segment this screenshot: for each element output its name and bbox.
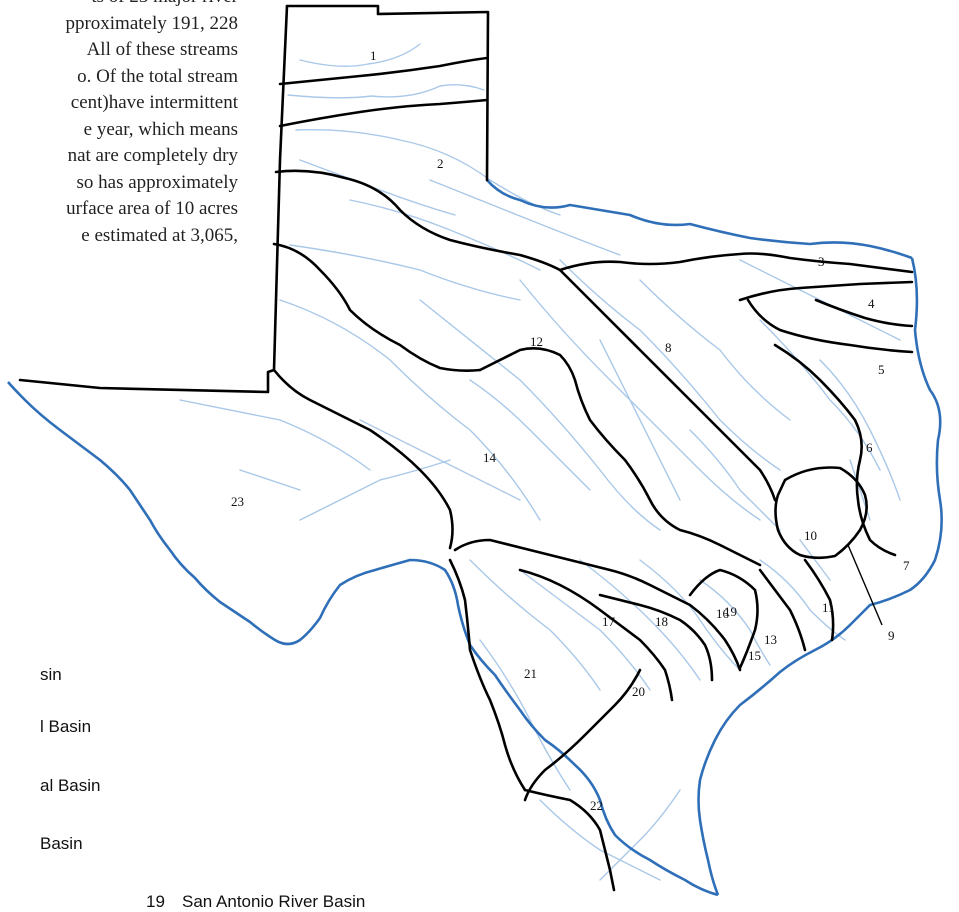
- legend-item: sin: [40, 665, 62, 684]
- paragraph-line: so has approximately: [76, 171, 238, 193]
- basin-label-20: 20: [632, 684, 645, 699]
- basin-label-8: 8: [665, 340, 672, 355]
- legend-item: l Basin: [40, 717, 92, 736]
- basin-label-14: 14: [483, 450, 497, 465]
- basin-boundaries: [18, 4, 914, 892]
- river-network: [179, 43, 901, 881]
- basin-labels: 1 2 3 4 5 6 7 8 9 10 11 12 13 14 15 16 1…: [231, 48, 910, 813]
- paragraph-line: o. Of the total stream: [77, 65, 238, 87]
- basin-label-19: 19: [724, 604, 737, 619]
- basin-label-5: 5: [878, 362, 885, 377]
- basin-label-7: 7: [903, 558, 910, 573]
- basin-label-18: 18: [655, 614, 668, 629]
- body-paragraph: ts of 23 major river pproximately 191, 2…: [0, 0, 238, 249]
- paragraph-line: ts of 23 major river: [0, 0, 238, 11]
- basin-label-4: 4: [868, 296, 875, 311]
- basin-label-13: 13: [764, 632, 777, 647]
- basin-label-9: 9: [888, 628, 895, 643]
- basin-label-6: 6: [866, 440, 873, 455]
- basin-label-22: 22: [590, 798, 603, 813]
- basin-label-2: 2: [437, 156, 444, 171]
- basin-label-10: 10: [804, 528, 817, 543]
- basin-label-12: 12: [530, 334, 543, 349]
- basin-label-15: 15: [748, 648, 761, 663]
- basin-9-pointer: [847, 544, 883, 626]
- basin-label-16: 16: [716, 606, 730, 621]
- paragraph-line: pproximately 191, 228: [65, 12, 238, 34]
- basin-label-23: 23: [231, 494, 244, 509]
- basin-label-21: 21: [524, 666, 537, 681]
- paragraph-line: nat are completely dry: [67, 145, 238, 166]
- paragraph-line: urface area of 10 acres: [66, 198, 238, 219]
- basin-label-17: 17: [602, 614, 616, 629]
- paragraph-line: cent)have intermittent: [70, 92, 238, 113]
- paragraph-line: e estimated at 3,065,: [81, 224, 238, 246]
- paragraph-line: All of these streams: [86, 39, 238, 60]
- basin-label-1: 1: [370, 48, 377, 63]
- basin-label-3: 3: [818, 254, 825, 269]
- coastline: [7, 179, 943, 897]
- legend-item: Basin: [40, 834, 83, 853]
- legend-item: al Basin: [40, 776, 101, 795]
- paragraph-line: e year, which means: [83, 118, 238, 140]
- basin-label-11: 11: [822, 600, 835, 615]
